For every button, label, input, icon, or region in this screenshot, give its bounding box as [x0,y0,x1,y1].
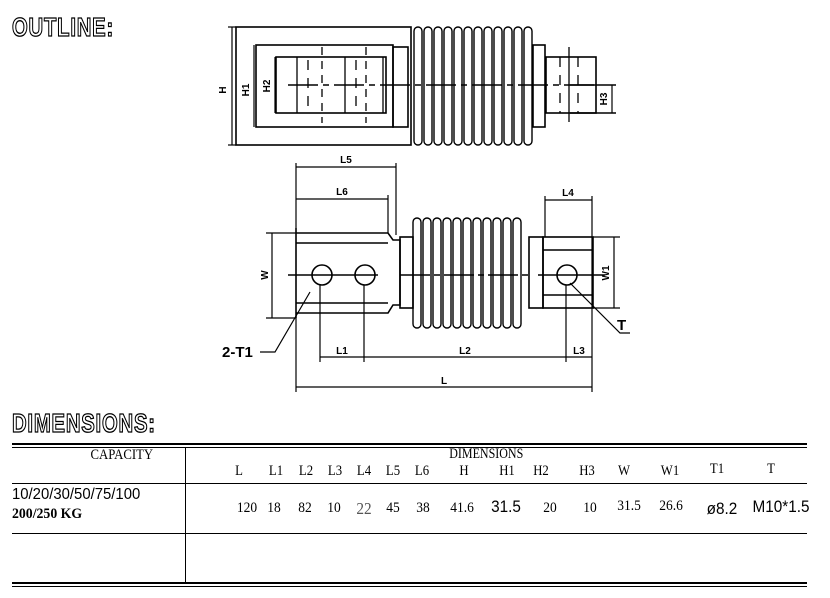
label-W1: W1 [601,265,612,280]
dimensions-header: DIMENSIONS [449,446,524,462]
value-W: 31.5 [617,498,641,514]
col-H3: H3 [579,463,595,479]
label-L3: L3 [573,346,585,357]
capacity-line-2: 200/250 KG [12,506,83,522]
value-W1: 26.6 [659,498,683,514]
value-L5: 45 [386,500,400,516]
outline-heading: OUTLINE: [11,11,114,42]
col-W1: W1 [660,463,680,479]
col-H1: H1 [499,463,515,479]
col-H: H [459,463,469,479]
label-2-T1: 2-T1 [222,344,253,361]
col-H2: H2 [533,463,549,479]
label-T: T [617,317,626,334]
dimensions-heading: DIMENSIONS: [11,407,156,438]
value-T: M10*1.5 [752,497,810,516]
value-L3: 10 [327,500,341,516]
value-H2: 20 [543,500,557,516]
col-L5: L5 [385,463,401,479]
col-T1: T1 [709,461,725,477]
value-L2: 82 [298,500,312,516]
capacity-header: CAPACITY [90,447,154,463]
label-L2: L2 [459,346,471,357]
value-L6: 38 [416,500,430,516]
value-T1: ø8.2 [706,499,738,518]
outline-drawing: H H1 H2 H3 [218,26,630,392]
side-view-drawing [260,163,630,392]
col-L1: L1 [268,463,284,479]
col-L: L [235,463,243,479]
col-L4: L4 [356,463,372,479]
value-H1: 31.5 [491,497,521,516]
value-L: 120 [236,500,258,516]
value-H3: 10 [583,500,597,516]
col-T: T [767,461,775,477]
col-L3: L3 [327,463,343,479]
value-L1: 18 [267,500,281,516]
label-W: W [260,270,271,280]
capacity-line-1: 10/20/30/50/75/100 [12,486,141,503]
value-L4: 22 [356,499,372,518]
col-L2: L2 [298,463,314,479]
label-L5: L5 [340,155,352,166]
label-L1: L1 [336,346,348,357]
label-L4: L4 [562,188,574,199]
value-H: 41.6 [450,500,474,516]
col-L6: L6 [414,463,430,479]
label-L: L [441,376,447,387]
label-L6: L6 [336,187,348,198]
label-H1: H1 [241,83,252,96]
label-H2: H2 [262,79,273,92]
label-H: H [218,86,229,93]
top-view-drawing [228,26,616,146]
label-H3: H3 [599,92,610,105]
col-W: W [617,463,631,479]
